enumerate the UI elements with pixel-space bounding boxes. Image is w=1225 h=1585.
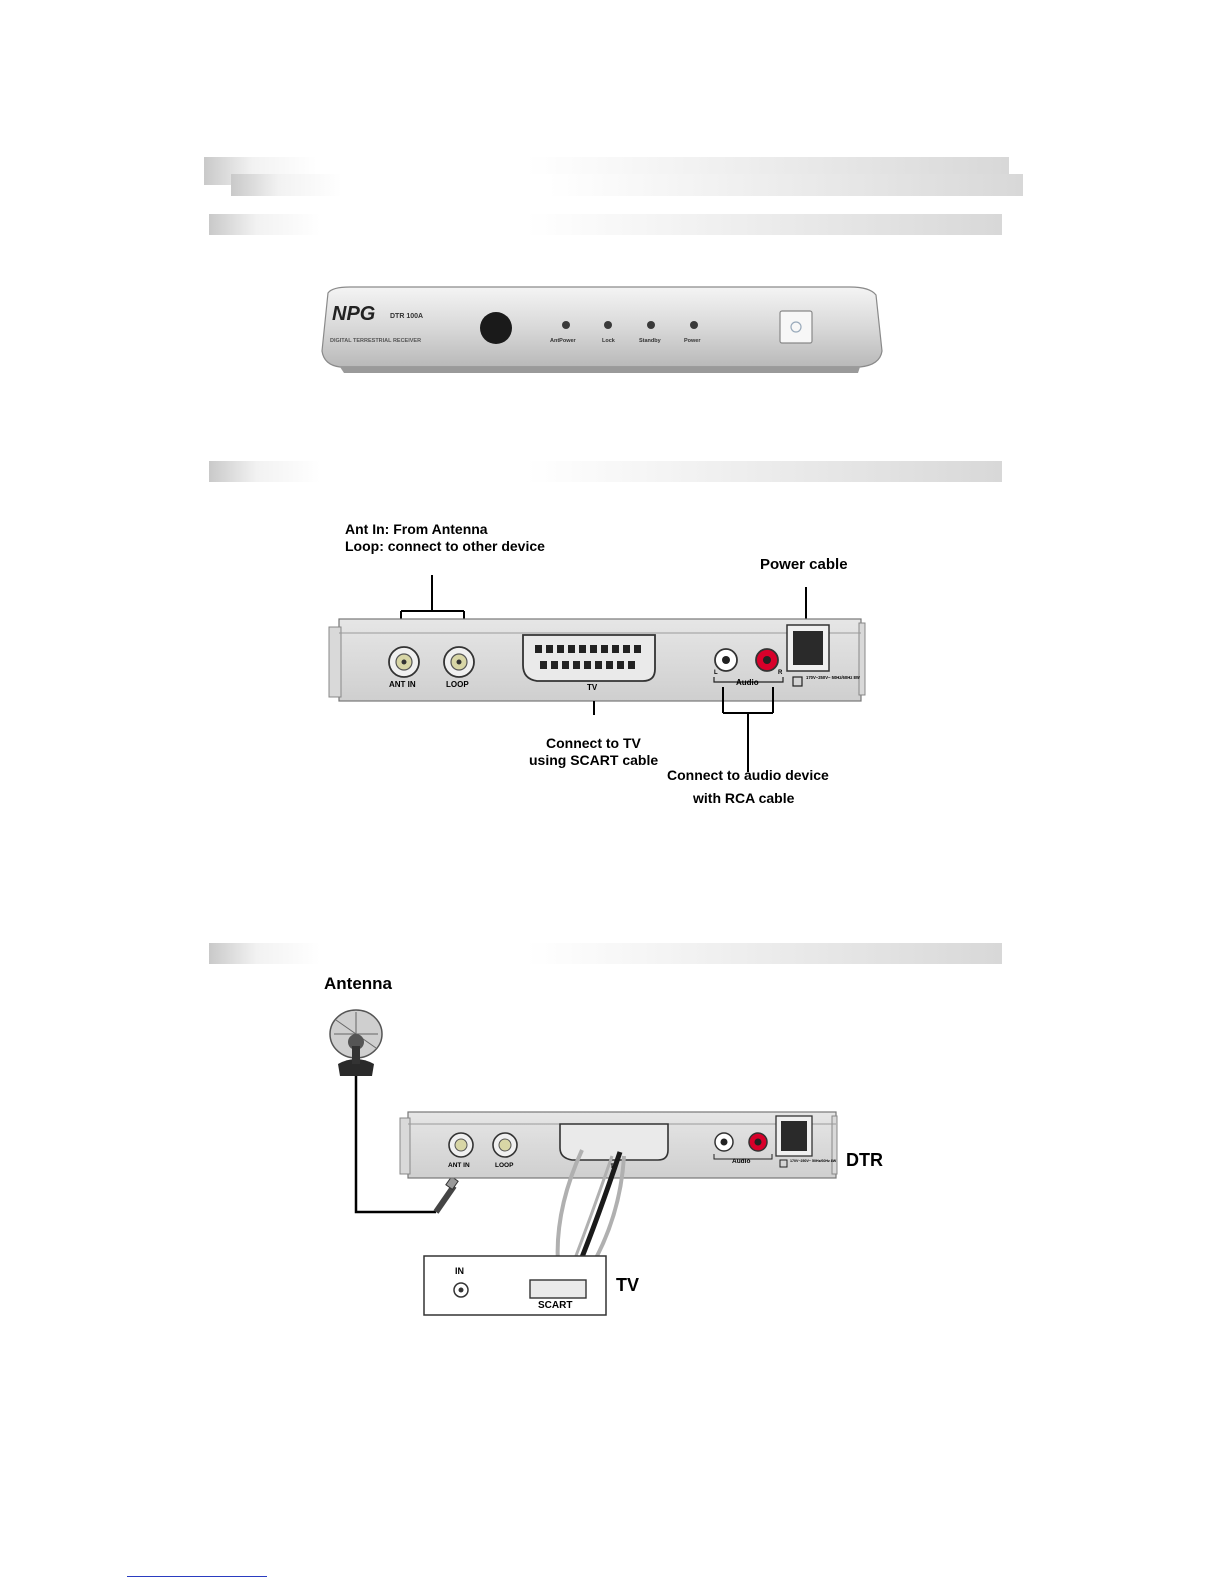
scart-pins: [535, 645, 641, 669]
header-bar-top-second: [231, 174, 1023, 196]
label-audio: Audio: [736, 678, 759, 687]
scart-pin: [551, 661, 558, 669]
scart-pin: [617, 661, 624, 669]
scart-pin: [595, 661, 602, 669]
label-rating: 170V~250V~ 50Hz/60Hz 8W: [806, 675, 860, 680]
dtr-label-ant-in: ANT IN: [448, 1162, 470, 1169]
section-bar-connection: [209, 943, 1002, 964]
scart-pin: [546, 645, 553, 653]
led-antpower: [562, 321, 570, 329]
back-panel-lower-leaders: [747, 712, 749, 772]
label-ant-in: ANT IN: [389, 680, 416, 689]
scart-pin: [562, 661, 569, 669]
scart-pin: [601, 645, 608, 653]
dtr-label: DTR: [846, 1150, 883, 1170]
tv-scart-label: SCART: [538, 1300, 572, 1311]
front-panel-bottom-edge: [340, 367, 860, 373]
label-power: Power: [684, 338, 701, 344]
connection-figure: ANT IN LOOP TV Audio 170V~250V~ 50Hz/60H…: [329, 1009, 838, 1316]
label-lock: Lock: [602, 338, 616, 344]
dtr-label-audio: Audio: [732, 1158, 750, 1165]
front-brand: NPG: [332, 303, 375, 325]
antenna-icon: [329, 1009, 383, 1076]
tv-label: TV: [616, 1275, 640, 1295]
scart-pin: [634, 645, 641, 653]
dtr-label-rating: 170V~250V~ 50Hz/60Hz 8W: [790, 1159, 837, 1163]
power-button-icon: [790, 321, 802, 333]
label-antpower: AntPower: [550, 338, 577, 344]
antenna-label: Antenna: [324, 974, 392, 993]
scart-pin: [584, 661, 591, 669]
front-model: DTR 100A: [390, 313, 423, 320]
power-cable-label: Power cable: [760, 556, 848, 573]
front-panel-figure: NPG DTR 100A DIGITAL TERRESTRIAL RECEIVE…: [321, 286, 883, 373]
dtr-label-loop: LOOP: [495, 1162, 514, 1169]
scart-pin: [540, 661, 547, 669]
power-button: [779, 310, 813, 344]
rca-note-1: Connect to audio device: [667, 767, 829, 783]
label-loop: LOOP: [446, 680, 469, 689]
rca-note-2: with RCA cable: [693, 790, 795, 806]
led-power: [690, 321, 698, 329]
scart-pin: [573, 661, 580, 669]
port-scart: [522, 634, 656, 682]
scart-pin: [535, 645, 542, 653]
scart-pin: [628, 661, 635, 669]
ant-in-note-2: Loop: connect to other device: [345, 538, 545, 554]
section-bar-back-panel: [209, 461, 1002, 482]
scart-pin: [606, 661, 613, 669]
label-tv-port: TV: [587, 683, 598, 692]
led-lock: [604, 321, 612, 329]
label-standby: Standby: [639, 338, 662, 344]
section-bar-front-panel: [209, 214, 1002, 235]
tv-scart-port: [529, 1279, 587, 1299]
scart-note-2: using SCART cable: [529, 752, 659, 768]
front-ir-sensor: [480, 312, 512, 344]
label-audio-r: R: [778, 670, 783, 676]
scart-pin: [557, 645, 564, 653]
led-standby: [647, 321, 655, 329]
scart-pin: [579, 645, 586, 653]
ant-in-note-1: Ant In: From Antenna: [345, 521, 488, 537]
front-panel-body: [321, 286, 883, 368]
footer-rule: [127, 1576, 267, 1577]
back-panel-figure: ANT IN LOOP TV L R Audio 170V~250V~ 50Hz…: [328, 575, 866, 715]
scart-pin: [590, 645, 597, 653]
scart-pin: [568, 645, 575, 653]
front-subtitle: DIGITAL TERRESTRIAL RECEIVER: [330, 338, 421, 344]
scart-pin: [623, 645, 630, 653]
label-audio-l: L: [714, 670, 718, 676]
scart-note-1: Connect to TV: [546, 735, 641, 751]
tv-in-label: IN: [455, 1266, 464, 1276]
scart-pin: [612, 645, 619, 653]
